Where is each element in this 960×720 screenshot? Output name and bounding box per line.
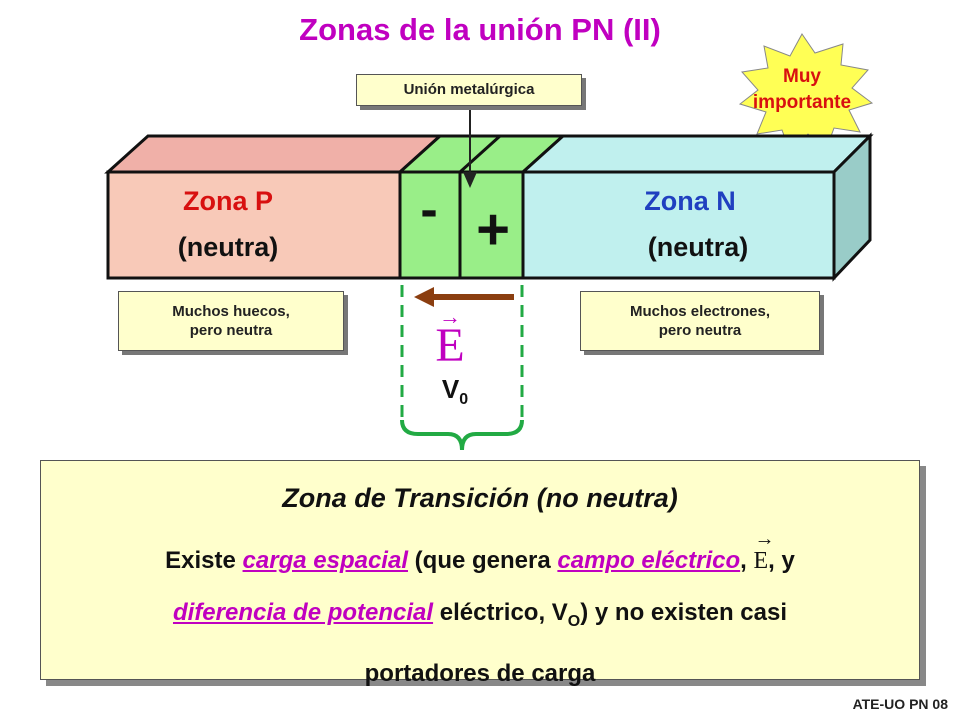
holes-label-line-2: pero neutra xyxy=(189,322,273,339)
zone-p-front-face xyxy=(106,170,402,280)
term-diferencia-de-potencial: diferencia de potencial xyxy=(172,599,434,626)
transition-zone-title: Zona de Transición (no neutra) xyxy=(282,483,678,513)
transition-zone-description: Existe carga espacial (que genera campo … xyxy=(41,528,919,700)
v0-label: V0 xyxy=(420,374,490,409)
description-line-1: Existe carga espacial (que genera campo … xyxy=(41,528,919,587)
important-badge-text: Muy importante xyxy=(722,64,882,116)
depletion-positive-zone xyxy=(458,170,525,280)
efield-symbol: E xyxy=(435,319,465,372)
text-que-genera: (que genera xyxy=(408,547,558,574)
electrons-label: Muchos electrones, pero neutra xyxy=(580,291,820,351)
transition-zone-bracket xyxy=(400,419,524,451)
holes-label-line-1: Muchos huecos, xyxy=(172,303,290,320)
union-pointer-head xyxy=(463,172,477,188)
text-existe: Existe xyxy=(165,547,243,574)
zone-p-subtitle: (neutra) xyxy=(177,232,279,262)
zone-p-top-face xyxy=(104,134,444,174)
efield-vector-arrow: → xyxy=(439,304,461,329)
text-no-existen: ) y no existen casi xyxy=(580,599,788,626)
v0-subscript: 0 xyxy=(459,391,469,409)
vo-subscript: O xyxy=(567,612,581,630)
zone-n-title: Zona N xyxy=(644,186,736,216)
slide-footer: ATE-UO PN 08 xyxy=(852,696,948,712)
page-title: Zonas de la unión PN (II) xyxy=(299,12,661,47)
transition-zone-box: Zona de Transición (no neutra) Existe ca… xyxy=(40,460,920,687)
negative-charge-sign: - xyxy=(420,181,438,239)
badge-line-1: Muy xyxy=(783,66,821,87)
badge-line-2: importante xyxy=(752,92,852,113)
efield-inline-symbol: →E xyxy=(753,528,774,587)
important-burst xyxy=(738,33,874,153)
text-electrico-v: eléctrico, V xyxy=(433,599,568,626)
positive-charge-sign: + xyxy=(476,197,510,262)
depletion-negative-zone xyxy=(398,170,462,280)
description-line-2: diferencia de potencial eléctrico, VO) y… xyxy=(41,587,919,648)
term-carga-espacial: carga espacial xyxy=(242,547,408,574)
efield-inline-letter: E xyxy=(753,548,769,574)
electrons-label-line-2: pero neutra xyxy=(658,322,742,339)
efield-arrow-head xyxy=(414,287,434,307)
depletion-top-divider xyxy=(458,134,502,174)
text-comma: , xyxy=(740,547,754,574)
term-campo-electrico: campo eléctrico xyxy=(557,547,741,574)
zone-n-subtitle: (neutra) xyxy=(647,232,749,262)
holes-label: Muchos huecos, pero neutra xyxy=(118,291,344,351)
efield-inline-arrow: → xyxy=(754,528,775,550)
text-y: , y xyxy=(768,547,795,574)
zone-p-title: Zona P xyxy=(182,186,273,216)
v0-main: V xyxy=(441,374,460,404)
zone-n-top-face xyxy=(519,134,874,174)
zone-n-front-face xyxy=(521,170,836,280)
electrons-label-line-1: Muchos electrones, xyxy=(629,303,771,320)
union-label: Unión metalúrgica xyxy=(356,74,582,106)
description-line-3: portadores de carga xyxy=(364,659,596,687)
